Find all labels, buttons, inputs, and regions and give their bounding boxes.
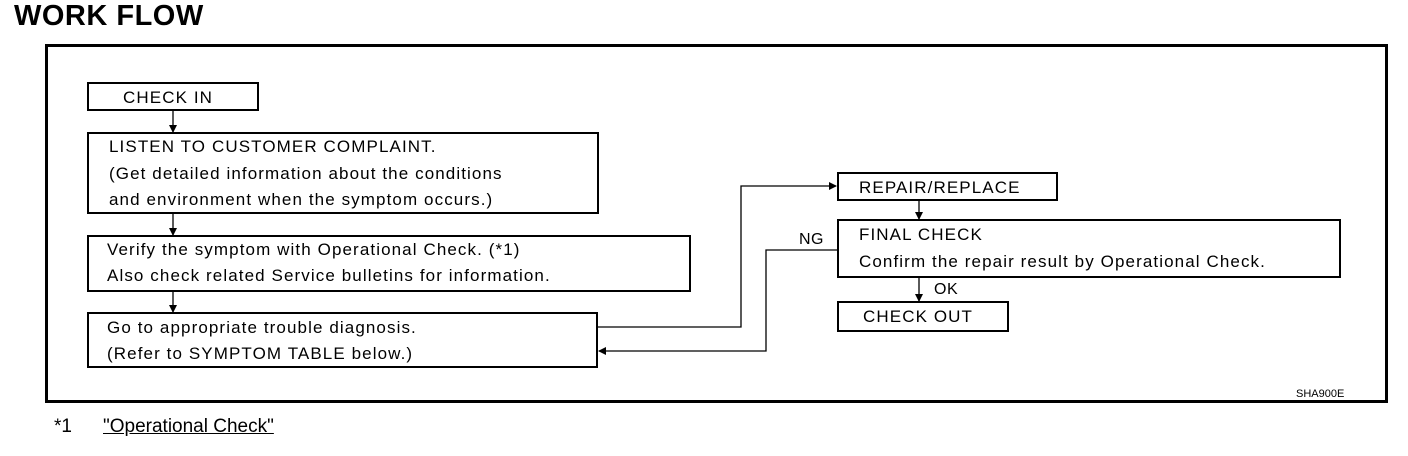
figure-code: SHA900E <box>1296 388 1345 400</box>
arrow-diagnosis-to-repair <box>597 182 837 328</box>
listen-line-1: LISTEN TO CUSTOMER COMPLAINT. <box>109 137 437 156</box>
repair-replace-label: REPAIR/REPLACE <box>859 178 1021 197</box>
repair-replace-box: REPAIR/REPLACE <box>837 172 1058 201</box>
diagnosis-box: Go to appropriate trouble diagnosis. (Re… <box>87 312 598 368</box>
ng-label: NG <box>799 231 824 248</box>
operational-check-link[interactable]: "Operational Check" <box>103 416 274 437</box>
verify-box: Verify the symptom with Operational Chec… <box>87 235 691 292</box>
arrow-ng-to-diagnosis <box>598 249 837 355</box>
listen-box: LISTEN TO CUSTOMER COMPLAINT. (Get detai… <box>87 132 599 214</box>
verify-line-2: Also check related Service bulletins for… <box>107 266 551 285</box>
footnote-marker: *1 <box>54 416 72 437</box>
check-in-label: CHECK IN <box>123 88 214 107</box>
diagnosis-line-2: (Refer to SYMPTOM TABLE below.) <box>107 344 414 363</box>
check-out-label: CHECK OUT <box>863 307 974 326</box>
workflow-frame <box>45 44 1388 403</box>
ok-label: OK <box>934 281 959 298</box>
final-check-desc: Confirm the repair result by Operational… <box>859 252 1266 271</box>
verify-line-1: Verify the symptom with Operational Chec… <box>107 240 521 259</box>
listen-line-2: (Get detailed information about the cond… <box>109 164 503 183</box>
check-out-box: CHECK OUT <box>837 301 1009 332</box>
diagnosis-line-1: Go to appropriate trouble diagnosis. <box>107 318 417 337</box>
final-check-title: FINAL CHECK <box>859 225 983 244</box>
final-check-box: FINAL CHECK Confirm the repair result by… <box>837 219 1341 278</box>
listen-line-3: and environment when the symptom occurs.… <box>109 190 494 209</box>
check-in-box: CHECK IN <box>87 82 259 111</box>
page-title: WORK FLOW <box>14 0 204 32</box>
